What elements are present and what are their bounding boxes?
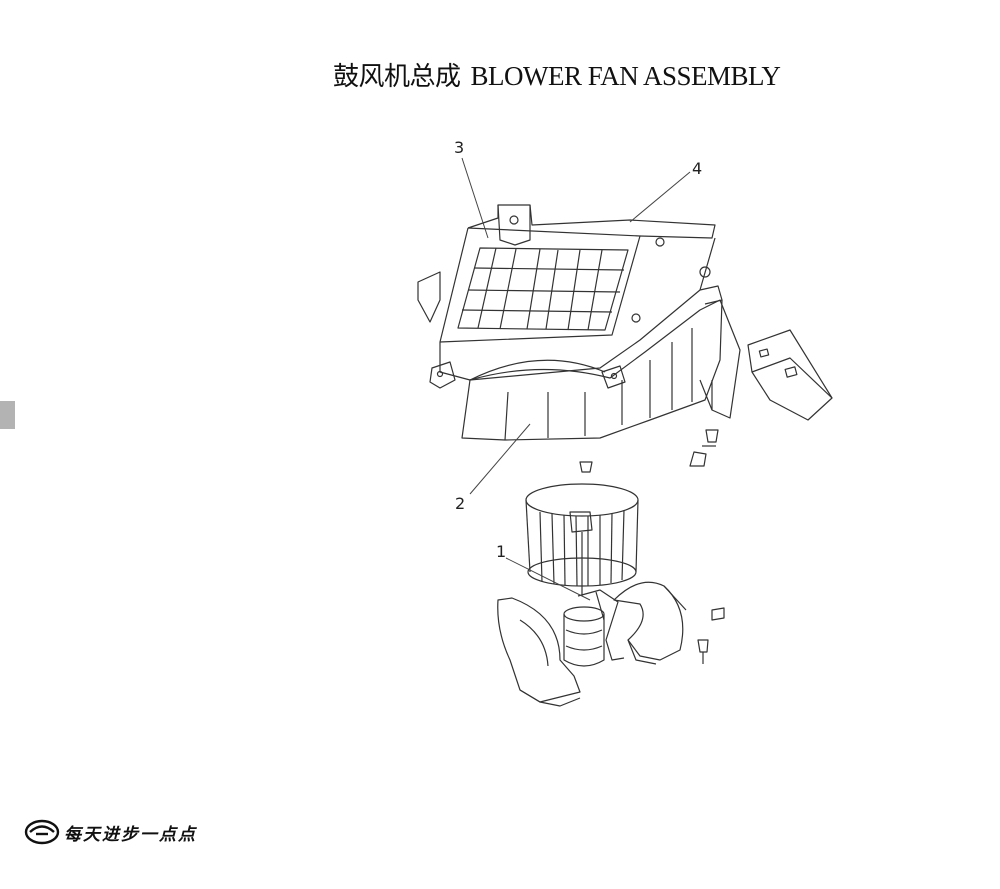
- fan-wheel-drawing: [525, 483, 639, 596]
- page-title-zh: 鼓风机总成: [333, 62, 461, 92]
- callout-3: 3: [454, 138, 465, 157]
- fastener-drawings: [579, 429, 725, 664]
- motor-case-right-drawing: [613, 581, 687, 665]
- leader-line-4: [629, 171, 691, 223]
- leader-line-1: [505, 557, 591, 601]
- brand-emblem-icon: [24, 819, 60, 845]
- callout-2: 2: [455, 494, 466, 513]
- page-title-en: BLOWER FAN ASSEMBLY: [470, 61, 781, 91]
- leader-line-2: [469, 423, 531, 495]
- side-tab: [0, 401, 15, 429]
- side-bracket-drawing: [747, 329, 833, 421]
- motor-case-left-drawing: [497, 597, 581, 707]
- leader-line-3: [461, 157, 489, 239]
- leader-lines: [461, 157, 691, 601]
- page-title: 鼓风机总成 BLOWER FAN ASSEMBLY: [333, 56, 781, 93]
- filter-housing-drawing: [417, 204, 723, 389]
- footer-slogan: 每天进步一点点: [64, 825, 197, 845]
- motor-drawing: [563, 589, 625, 667]
- blower-case-drawing: [461, 299, 741, 441]
- callout-1: 1: [496, 542, 507, 561]
- callout-4: 4: [692, 159, 703, 178]
